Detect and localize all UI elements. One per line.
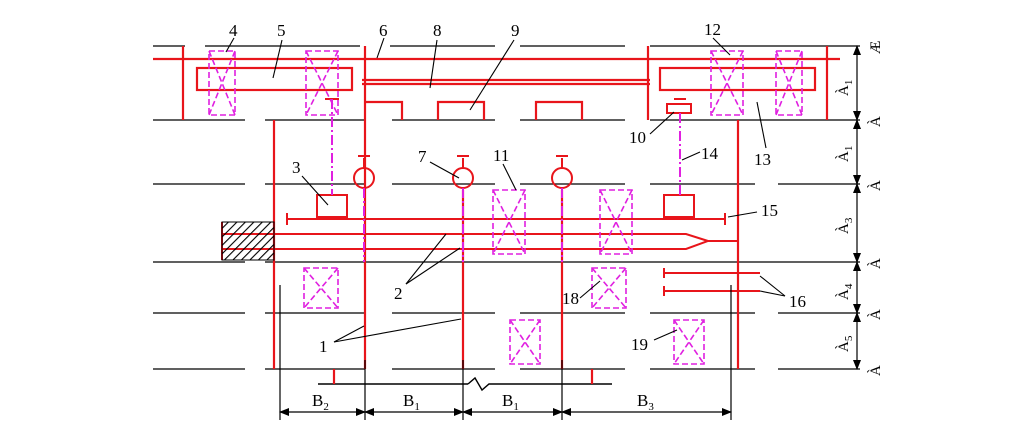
callout-19: 19 <box>631 335 648 354</box>
callout-15: 15 <box>761 201 778 220</box>
level-mark-top: Æ <box>868 41 884 54</box>
equipment-boxes <box>208 50 803 365</box>
callout-11: 11 <box>493 146 509 165</box>
main-beam <box>221 213 760 296</box>
callout-2: 2 <box>394 284 403 303</box>
level-mark-2: À <box>867 116 884 127</box>
callout-8: 8 <box>433 21 442 40</box>
callout-14: 14 <box>701 144 719 163</box>
dim-b1-left: B1 <box>403 391 420 413</box>
callout-1: 1 <box>319 337 328 356</box>
dim-a4: À4 <box>835 283 855 300</box>
hatched-wall <box>221 221 275 261</box>
callout-10: 10 <box>629 128 646 147</box>
dim-a1-top: À1 <box>835 80 855 96</box>
level-lines <box>153 45 860 370</box>
top-beam <box>153 46 840 120</box>
dim-b1-right: B1 <box>502 391 519 413</box>
callout-5: 5 <box>277 21 286 40</box>
callout-6: 6 <box>379 21 388 40</box>
bottom-dimension-labels: B2 B1 B1 B3 <box>312 391 654 413</box>
callout-12: 12 <box>704 20 721 39</box>
callout-13: 13 <box>754 150 771 169</box>
dim-a1-second: À1 <box>835 146 855 162</box>
cables <box>331 99 681 262</box>
leader-lines <box>225 37 786 343</box>
dim-a5: À5 <box>835 335 855 352</box>
callout-7: 7 <box>418 147 427 166</box>
callout-9: 9 <box>511 21 520 40</box>
dim-b3: B3 <box>637 391 654 413</box>
callout-18: 18 <box>562 289 579 308</box>
callout-3: 3 <box>292 158 301 177</box>
callout-4: 4 <box>229 21 238 40</box>
level-mark-labels: Æ À À À À À <box>867 41 884 376</box>
right-dimension-labels: À1 À1 À3 À4 À5 <box>835 80 855 352</box>
dim-b2: B2 <box>312 391 329 413</box>
level-mark-5: À <box>867 309 884 320</box>
level-mark-6: À <box>867 365 884 376</box>
level-mark-4: À <box>867 258 884 269</box>
callout-labels: 1 2 3 4 5 6 7 8 9 10 11 12 13 14 15 16 1… <box>229 20 806 356</box>
dim-a3: À3 <box>835 217 855 234</box>
callout-16: 16 <box>789 292 806 311</box>
level-mark-3: À <box>867 180 884 191</box>
bottom-dimensions <box>279 285 732 420</box>
